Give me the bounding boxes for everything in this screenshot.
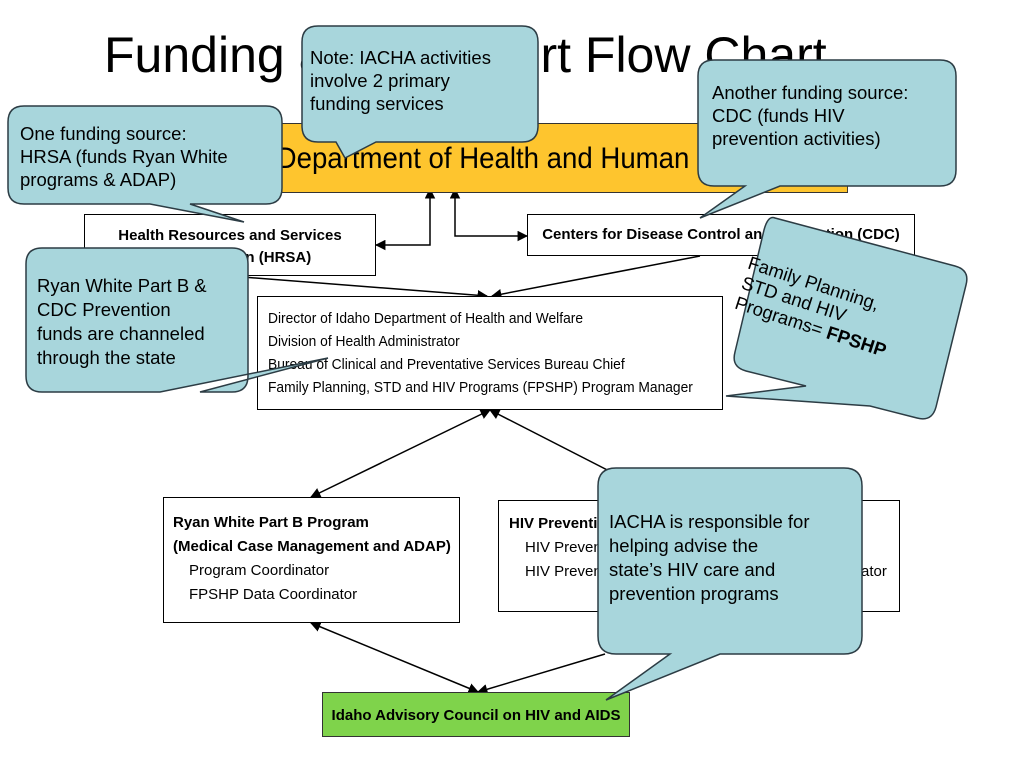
iacha-role-callout-text: IACHA is responsible for helping advise … [609, 510, 810, 606]
note-callout-bubble [301, 25, 539, 159]
director-line-4: Family Planning, STD and HIV Programs (F… [268, 379, 693, 396]
state-line-3: funds are channeled [37, 323, 205, 344]
state-callout-bubble [25, 247, 329, 393]
hivp-to-iacha-arrow [476, 653, 606, 695]
cdc-source-line-3: prevention activities) [712, 128, 881, 149]
iacha-role-line-3: state’s HIV care and [609, 559, 776, 580]
ryan-to-iacha-arrow [310, 621, 479, 694]
hrsa-source-line-1: One funding source: [20, 123, 187, 144]
director-to-ryan-arrow [310, 409, 491, 498]
note-line-2: involve 2 primary [310, 70, 450, 91]
hhs-to-hrsa-arrow [374, 187, 436, 251]
iacha-box: Idaho Advisory Council on HIV and AIDS [322, 692, 630, 737]
note-callout-text: Note: IACHA activities involve 2 primary… [310, 46, 491, 115]
director-line-1: Director of Idaho Department of Health a… [268, 310, 584, 327]
hrsa-line-1: Health Resources and Services [118, 227, 342, 244]
fpshp-callout-bubble [725, 216, 968, 420]
ryan-white-box: Ryan White Part B Program (Medical Case … [163, 497, 460, 623]
state-line-4: through the state [37, 347, 176, 368]
cdc-source-callout-bubble [697, 59, 957, 219]
state-callout-text: Ryan White Part B & CDC Prevention funds… [37, 274, 207, 370]
hiv-prevention-fragment: ator [861, 563, 887, 580]
ryan-white-title-1: Ryan White Part B Program [173, 514, 369, 531]
iacha-role-line-1: IACHA is responsible for [609, 511, 810, 532]
hhs-to-cdc-arrow [449, 187, 529, 242]
iacha-role-line-2: helping advise the [609, 535, 759, 556]
cdc-source-callout-text: Another funding source: CDC (funds HIV p… [712, 81, 908, 150]
hrsa-to-director-arrow [229, 275, 489, 301]
state-line-2: CDC Prevention [37, 299, 171, 320]
hrsa-source-line-3: programs & ADAP) [20, 169, 177, 190]
note-line-1: Note: IACHA activities [310, 47, 491, 68]
iacha-role-callout-bubble [597, 467, 863, 701]
director-box: Director of Idaho Department of Health a… [257, 296, 723, 410]
cdc-to-director-arrow [490, 255, 701, 300]
director-line-3: Bureau of Clinical and Preventative Serv… [268, 356, 625, 373]
hrsa-source-callout-text: One funding source: HRSA (funds Ryan Whi… [20, 122, 228, 191]
state-line-1: Ryan White Part B & [37, 275, 207, 296]
ryan-white-title-2: (Medical Case Management and ADAP) [173, 538, 451, 555]
ryan-white-staff-2: FPSHP Data Coordinator [189, 586, 358, 603]
hrsa-source-line-2: HRSA (funds Ryan White [20, 146, 228, 167]
hrsa-source-callout-bubble [7, 105, 283, 223]
note-line-3: funding services [310, 93, 444, 114]
cdc-source-line-2: CDC (funds HIV [712, 105, 845, 126]
cdc-source-line-1: Another funding source: [712, 82, 909, 103]
iacha-role-line-4: prevention programs [609, 583, 779, 604]
director-line-2: Division of Health Administrator [268, 333, 460, 350]
ryan-white-staff-1: Program Coordinator [189, 562, 330, 579]
